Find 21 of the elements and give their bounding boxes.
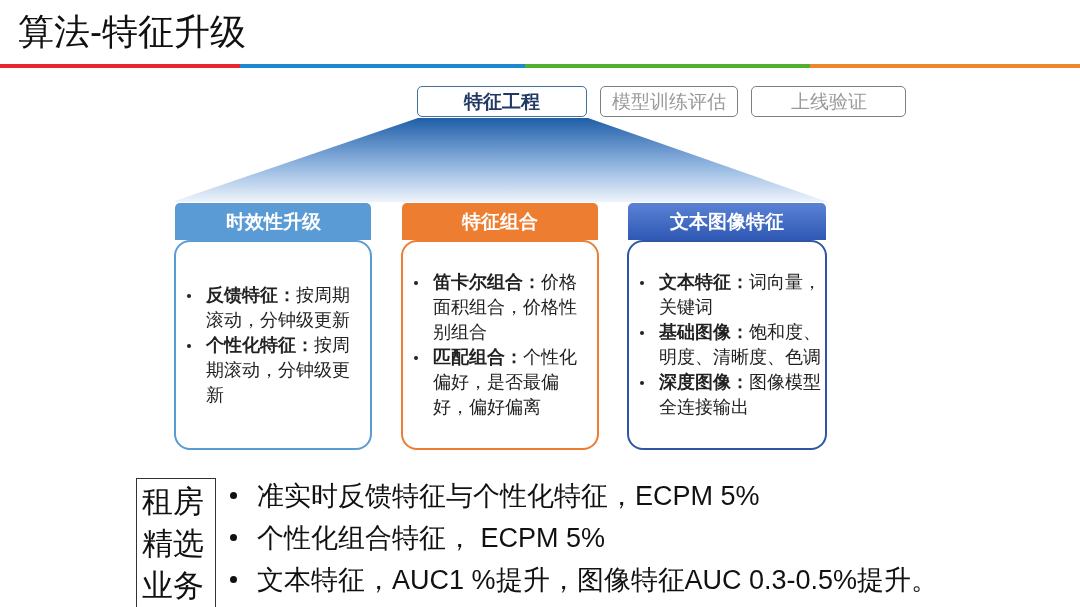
bullet-text: 反馈特征：按周期滚动，分钟级更新: [182, 282, 366, 333]
bullet-text: 文本特征，AUC1 %提升，图像特征AUC 0.3-0.5%提升。: [228, 562, 939, 598]
tab: 模型训练评估: [600, 86, 738, 117]
tab: 上线验证: [751, 86, 906, 117]
content-card: [627, 240, 827, 450]
content-card: [401, 240, 599, 450]
side-label: 租房精选业务: [136, 478, 216, 607]
bullet-text: 个性化特征：按周期滚动，分钟级更新: [182, 332, 366, 408]
column-header: 文本图像特征: [628, 203, 826, 240]
slide-title: 算法-特征升级: [18, 10, 246, 54]
tab: 特征工程: [417, 86, 587, 117]
bullet-text: 基础图像：饱和度、明度、清晰度、色调: [635, 320, 821, 370]
bullet-text: 个性化组合特征， ECPM 5%: [228, 520, 606, 556]
bullet-text: 笛卡尔组合：价格面积组合，价格性别组合: [409, 270, 593, 345]
bullet-text: 深度图像：图像模型全连接输出: [635, 370, 821, 420]
content-card: [174, 240, 372, 450]
column-header: 特征组合: [402, 203, 598, 240]
column-header: 时效性升级: [175, 203, 371, 240]
bullet-text: 匹配组合：个性化偏好，是否最偏好，偏好偏离: [409, 345, 593, 420]
bullet-text: 文本特征：词向量，关键词: [635, 270, 821, 320]
bullet-text: 准实时反馈特征与个性化特征，ECPM 5%: [228, 478, 760, 514]
